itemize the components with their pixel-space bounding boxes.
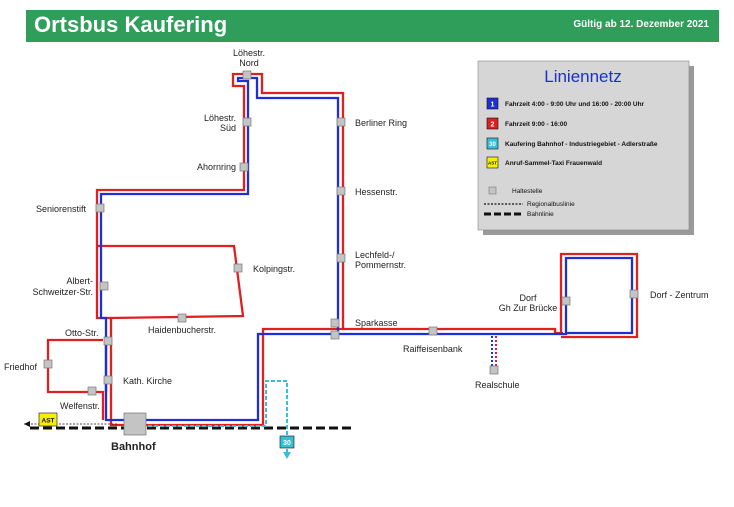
legend-symbol-regional-label: Regionalbuslinie: [527, 201, 575, 208]
legend-item-line1: 1 Fahrzeit 4:00 - 9:00 Uhr und 16:00 - 2…: [486, 97, 645, 110]
stop-marker-sparkasse: [330, 318, 340, 328]
legend-badge-ast: AST: [488, 161, 497, 166]
legend-title: Liniennetz: [544, 67, 622, 86]
legend-item-line30: 30 Kaufering Bahnhof - Industriegebiet -…: [486, 137, 658, 150]
stop-label-loehestr-sued: Löhestr.Süd: [204, 113, 236, 133]
stops: [43, 70, 639, 436]
stop-label-kath-kirche: Kath. Kirche: [123, 376, 172, 386]
stop-label-kolpingstr: Kolpingstr.: [253, 264, 295, 274]
stop-marker-dorf-zentrum: [629, 289, 639, 299]
legend-symbol-regional: Regionalbuslinie: [484, 201, 575, 208]
legend-text-1: Fahrzeit 4:00 - 9:00 Uhr und 16:00 - 20:…: [505, 101, 645, 108]
stop-marker-ahornring: [239, 162, 249, 172]
regional-bus-line: [491, 336, 497, 366]
ast-badge-label: AST: [42, 418, 55, 425]
legend-badge-2: 2: [491, 122, 495, 129]
stop-marker-hessenstr: [336, 186, 346, 196]
stop-label-welfenstr: Welfenstr.: [60, 401, 100, 411]
legend-symbol-stop-label: Haltestelle: [512, 188, 543, 195]
ast-route: [24, 421, 118, 427]
legend-badge-30: 30: [489, 142, 496, 148]
stop-label-friedhof: Friedhof: [4, 362, 38, 372]
stop-marker-friedhof: [43, 359, 53, 369]
page-title: Ortsbus Kaufering: [34, 12, 228, 37]
stop-marker-otto: [103, 336, 113, 346]
route-line-30: [148, 380, 288, 452]
stop-marker-berliner-ring: [336, 117, 346, 127]
stop-label-otto: Otto-Str.: [65, 328, 99, 338]
legend-text-30: Kaufering Bahnhof - Industriegebiet - Ad…: [505, 141, 658, 148]
stop-label-realschule: Realschule: [475, 380, 520, 390]
stop-marker-loehestr-nord: [242, 70, 252, 80]
stop-label-bahnhof: Bahnhof: [111, 441, 156, 453]
legend-item-line2: 2 Fahrzeit 9:00 - 16:00: [486, 117, 568, 130]
stop-marker-albert: [99, 281, 109, 291]
legend-item-ast: AST Anruf-Sammel-Taxi Frauenwald: [486, 156, 602, 169]
legend-symbol-rail-label: Bahnlinie: [527, 211, 554, 218]
stop-label-hessenstr: Hessenstr.: [355, 187, 398, 197]
line30-badge: 30: [279, 435, 295, 449]
stop-marker-dorf-bruecke: [561, 296, 571, 306]
stop-marker-loehestr-sued: [242, 117, 252, 127]
line30-badge-label: 30: [283, 440, 291, 447]
legend-symbol-rail: Bahnlinie: [484, 211, 554, 218]
stop-label-raiffeisenbank: Raiffeisenbank: [403, 344, 463, 354]
stop-label-seniorenstift: Seniorenstift: [36, 204, 87, 214]
legend-box: Liniennetz 1 Fahrzeit 4:00 - 9:00 Uhr un…: [477, 60, 694, 235]
legend-text-ast: Anruf-Sammel-Taxi Frauenwald: [505, 160, 602, 167]
stop-marker-bahnhof: [123, 412, 147, 436]
stop-label-loehestr-nord: Löhestr.Nord: [233, 48, 265, 68]
stop-label-ahornring: Ahornring: [197, 162, 236, 172]
ast-badge: AST: [38, 412, 58, 427]
stop-marker-kath-kirche: [103, 375, 113, 385]
legend-badge-1: 1: [491, 102, 495, 109]
header-bar: Ortsbus Kaufering Gültig ab 12. Dezember…: [26, 10, 719, 42]
stop-label-berliner-ring: Berliner Ring: [355, 118, 407, 128]
stop-label-sparkasse: Sparkasse: [355, 318, 398, 328]
stop-marker-sparkasse-2: [330, 330, 340, 340]
stop-label-albert: Albert-Schweitzer-Str.: [32, 276, 93, 297]
stop-marker-seniorenstift: [95, 203, 105, 213]
stop-label-lechfeld: Lechfeld-/Pommernstr.: [355, 250, 406, 270]
railway-line: [30, 426, 352, 432]
legend-symbol-stop: Haltestelle: [488, 186, 543, 195]
stop-label-dorf-zentrum: Dorf - Zentrum: [650, 290, 709, 300]
stop-marker-realschule: [489, 365, 499, 375]
stop-labels: Löhestr.Nord Löhestr.Süd Ahornring Senio…: [4, 48, 709, 453]
stop-marker-kolpingstr: [233, 263, 243, 273]
legend-text-2: Fahrzeit 9:00 - 16:00: [505, 121, 568, 128]
validity-date: Gültig ab 12. Dezember 2021: [573, 19, 709, 30]
stop-marker-welfenstr: [87, 386, 97, 396]
stop-label-haidenbucherstr: Haidenbucherstr.: [148, 325, 216, 335]
stop-marker-raiffeisenbank: [428, 326, 438, 336]
stop-marker-lechfeld: [336, 253, 346, 263]
stop-marker-haidenbucherstr: [177, 313, 187, 323]
stop-symbol-icon: [488, 186, 497, 195]
line30-arrow-icon: [283, 452, 291, 459]
